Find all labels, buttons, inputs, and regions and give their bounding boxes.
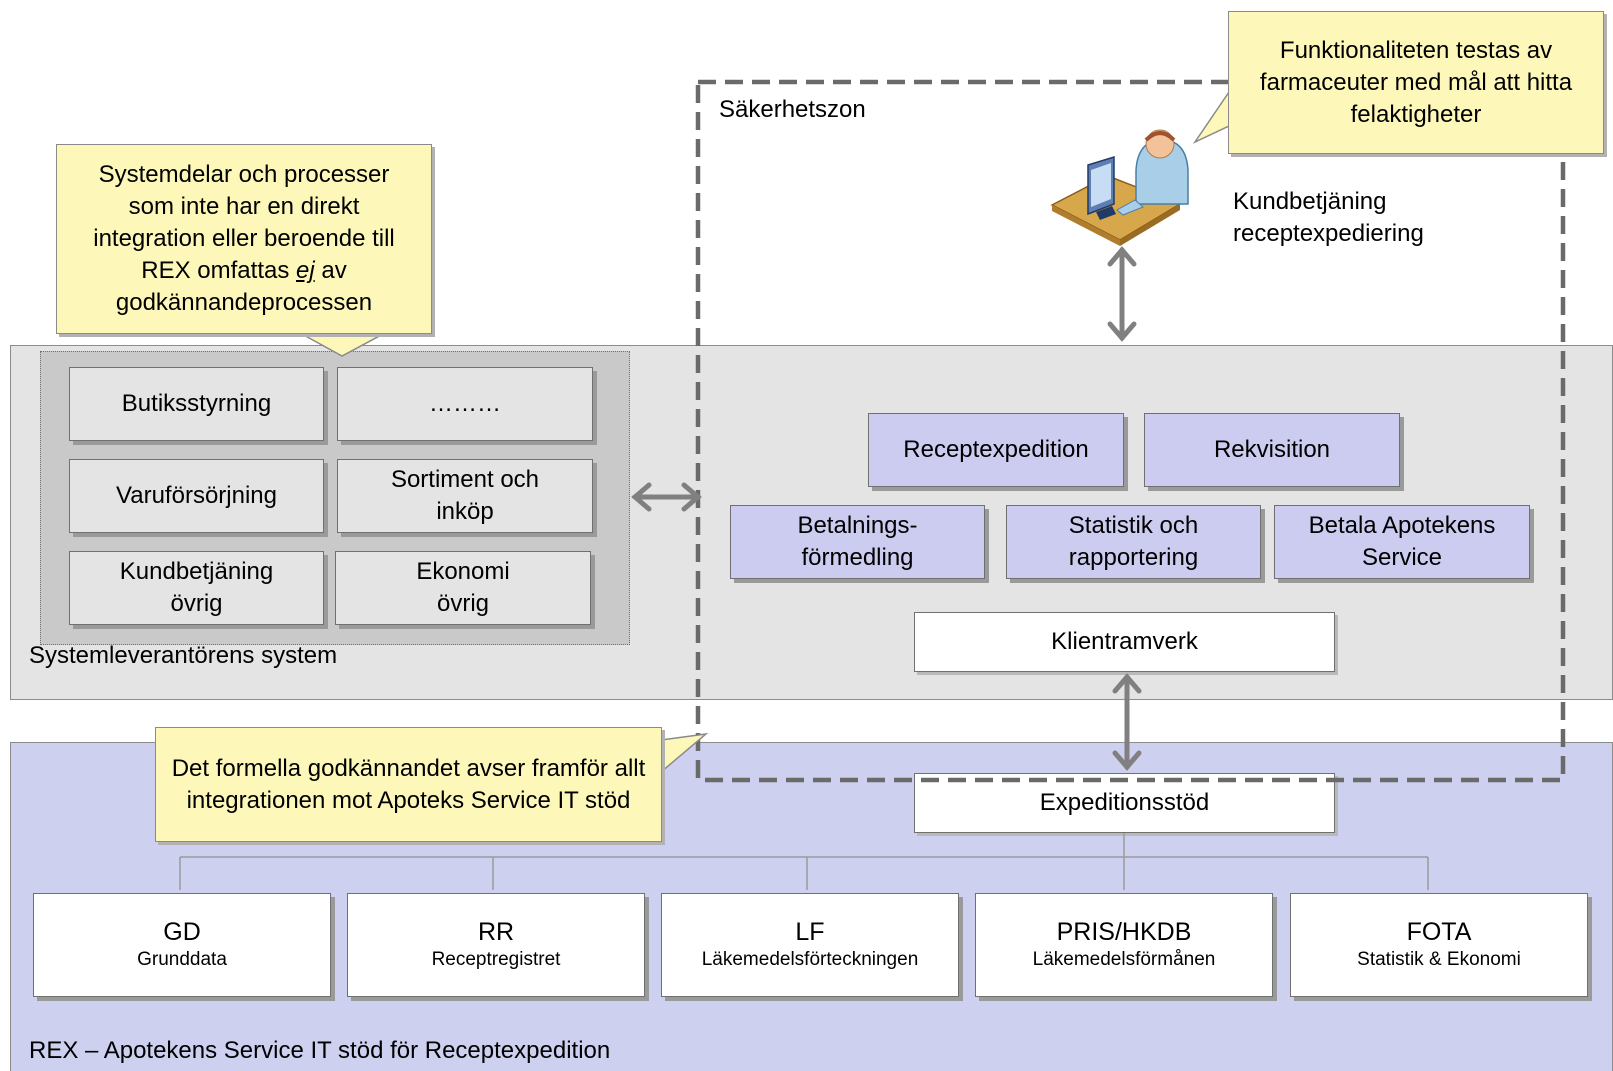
ellipsis-label: ……… — [429, 390, 501, 417]
scope-callout-line5: godkännandeprocessen — [115, 289, 373, 316]
statistik-rapportering-box: Statistik och rapportering — [1006, 505, 1261, 579]
service-code: RR — [477, 918, 515, 946]
service-box-lf: LF Läkemedelsförteckningen — [661, 893, 959, 997]
service-name: Statistik & Ekonomi — [1357, 949, 1521, 970]
betalningsformedling-box: Betalnings- förmedling — [730, 505, 985, 579]
scope-callout-line4: REX omfattas ej av — [141, 255, 346, 287]
left-callout-tail — [299, 332, 386, 357]
kundbetjaning-ovrig-box: Kundbetjäning övrig — [69, 551, 324, 625]
sortiment-label-line1: Sortiment och — [390, 466, 540, 493]
user-role-label: Kundbetjäning receptexpediering — [1233, 186, 1424, 250]
ellipsis-box: ……… — [337, 367, 593, 441]
service-name: Läkemedelsförteckningen — [701, 949, 919, 970]
expeditionsstod-box: Expeditionsstöd — [914, 773, 1335, 833]
varuforsorjning-box: Varuförsörjning — [69, 459, 324, 533]
testing-callout: Funktionaliteten testas av farmaceuter m… — [1228, 11, 1604, 154]
varuforsorjning-label: Varuförsörjning — [116, 482, 277, 509]
butiksstyrning-box: Butiksstyrning — [69, 367, 324, 441]
betala-apotekens-service-label-line2: Service — [1361, 544, 1443, 571]
sortiment-label-line2: inköp — [436, 498, 494, 525]
service-tree-lines — [179, 833, 1429, 890]
klientramverk-box: Klientramverk — [914, 612, 1335, 672]
betala-apotekens-service-label-line1: Betala Apotekens — [1308, 512, 1496, 539]
scope-callout-emphasis: ej — [296, 257, 315, 284]
ekonomi-ovrig-label-line2: övrig — [436, 590, 490, 617]
ekonomi-ovrig-label-line1: Ekonomi — [416, 558, 510, 585]
ekonomi-ovrig-box: Ekonomi övrig — [335, 551, 591, 625]
scope-callout-line3: integration eller beroende till — [93, 225, 395, 252]
security-zone-border — [695, 79, 1566, 783]
scope-callout-line4-pre: REX omfattas — [141, 257, 297, 284]
service-box-gd: GD Grunddata — [33, 893, 331, 997]
user-system-arrow — [1107, 246, 1137, 342]
rex-region-label: REX – Apotekens Service IT stöd för Rece… — [29, 1037, 611, 1064]
expeditionsstod-label: Expeditionsstöd — [1039, 789, 1210, 816]
betala-apotekens-service-box: Betala Apotekens Service — [1274, 505, 1530, 579]
client-expedition-arrow — [1112, 673, 1142, 771]
pharmacist-at-desk-icon — [1050, 129, 1189, 246]
service-box-rr: RR Receptregistret — [347, 893, 645, 997]
testing-callout-text: Funktionaliteten testas av farmaceuter m… — [1259, 36, 1573, 128]
service-box-fota: FOTA Statistik & Ekonomi — [1290, 893, 1588, 997]
service-name: Receptregistret — [431, 949, 561, 970]
sortiment-box: Sortiment och inköp — [337, 459, 593, 533]
service-code: GD — [163, 918, 201, 946]
service-code: FOTA — [1406, 918, 1472, 946]
butiksstyrning-label: Butiksstyrning — [121, 390, 272, 417]
klientramverk-label: Klientramverk — [1051, 628, 1198, 655]
betalningsformedling-label-line1: Betalnings- — [797, 512, 918, 539]
service-name: Grunddata — [137, 949, 227, 970]
receptexpedition-box: Receptexpedition — [868, 413, 1124, 487]
rekvisition-box: Rekvisition — [1144, 413, 1400, 487]
user-role-line1: Kundbetjäning — [1233, 188, 1387, 215]
kundbetjaning-ovrig-label-line2: övrig — [170, 590, 223, 617]
security-zone-label: Säkerhetszon — [719, 96, 866, 123]
service-box-pris-hkdb: PRIS/HKDB Läkemedelsförmånen — [975, 893, 1273, 997]
scope-callout: Systemdelar och processer som inte har e… — [56, 144, 432, 334]
betalningsformedling-label-line2: förmedling — [801, 544, 914, 571]
service-name: Läkemedelsförmånen — [1032, 949, 1216, 970]
system-region-label: Systemleverantörens system — [29, 642, 338, 669]
scope-callout-line2: som inte har en direkt — [128, 193, 360, 220]
kundbetjaning-ovrig-label-line1: Kundbetjäning — [119, 558, 274, 585]
user-role-line2: receptexpediering — [1233, 220, 1424, 247]
approval-callout-text: Det formella godkännandet avser framför … — [171, 754, 646, 814]
service-code: PRIS/HKDB — [1056, 918, 1192, 946]
statistik-rapportering-label-line1: Statistik och — [1068, 512, 1199, 539]
approval-callout: Det formella godkännandet avser framför … — [155, 727, 662, 842]
service-code: LF — [795, 918, 825, 946]
group-rex-arrow — [631, 482, 702, 512]
receptexpedition-label: Receptexpedition — [903, 436, 1089, 463]
top-callout-tail — [1192, 89, 1230, 144]
scope-callout-line1: Systemdelar och processer — [98, 161, 390, 188]
rekvisition-label: Rekvisition — [1213, 436, 1331, 463]
statistik-rapportering-label-line2: rapportering — [1068, 544, 1199, 571]
scope-callout-line4-post: av — [314, 257, 347, 284]
